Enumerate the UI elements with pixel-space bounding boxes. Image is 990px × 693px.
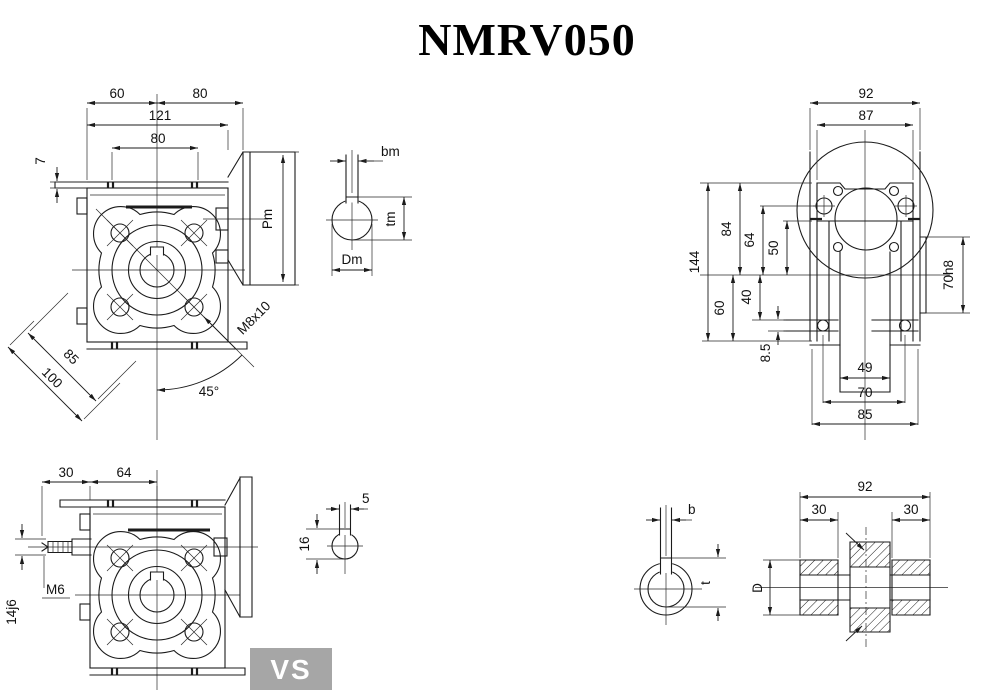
dim-worm-width: 49 — [857, 360, 872, 375]
dim-key-width-5: 5 — [362, 491, 370, 506]
label-key-depth-tm: tm — [383, 212, 398, 227]
label-key-depth-t: t — [698, 581, 713, 585]
label-key-width-b: b — [688, 502, 696, 517]
label-key-width-bm: bm — [381, 144, 400, 159]
dim-angle: 45° — [199, 384, 219, 399]
vs-badge: VS — [250, 648, 332, 690]
label-tapped-hole: M8x10 — [234, 298, 273, 337]
page-title: NMRV050 — [418, 14, 635, 65]
dim-axis-to-bolt: 40 — [739, 289, 754, 304]
dim-width-right: 80 — [192, 86, 207, 101]
hollow-shaft-view: 92 30 30 D — [750, 479, 948, 647]
dim-end-right: 30 — [903, 502, 918, 517]
motor-shaft-section: bm tm Dm — [326, 144, 412, 276]
output-bore-section: b t — [634, 502, 726, 625]
dim-height-overall: 144 — [687, 250, 702, 273]
label-flange-diameter: Pm — [260, 209, 275, 229]
dim-width-total: 121 — [149, 108, 172, 123]
dim-shaft-length: 30 — [58, 465, 73, 480]
dim-plate-thickness: 7 — [33, 157, 48, 165]
dim-bolt-span: 80 — [150, 131, 165, 146]
vs-badge-background — [250, 648, 332, 690]
dim-top-to-axis: 84 — [719, 221, 734, 237]
dim-shaft-to-center: 64 — [116, 465, 132, 480]
dim-corner-diag: 100 — [39, 365, 66, 392]
dim-screws-to-axis: 64 — [742, 232, 757, 248]
dim-axis-to-base: 60 — [712, 300, 727, 315]
vs-badge-label: VS — [270, 654, 311, 685]
dim-width-left: 60 — [109, 86, 124, 101]
dim-shaft-length-92: 92 — [857, 479, 872, 494]
dim-width-overall: 92 — [858, 86, 873, 101]
dim-base-width: 85 — [857, 407, 872, 422]
dim-pad-thickness: 8.5 — [758, 344, 773, 363]
dim-shaft-diameter: 14j6 — [4, 599, 19, 625]
dim-spigot: 70h8 — [941, 260, 956, 290]
label-bore-dm: Dm — [342, 252, 363, 267]
dim-end-left: 30 — [811, 502, 826, 517]
worm-shaft-section: 5 16 — [297, 491, 370, 574]
dim-plate-to-axis: 50 — [766, 240, 781, 255]
dim-bolt-span-rear: 70 — [857, 385, 872, 400]
front-view: 60 80 121 80 7 Pm 45° M8x10 85 100 — [7, 86, 299, 440]
dim-width-face: 87 — [858, 108, 873, 123]
dim-bolt-diag: 85 — [61, 346, 82, 367]
title-block: NMRV050 — [418, 14, 635, 65]
dim-key-depth-16: 16 — [297, 536, 312, 551]
rear-view: 92 87 144 84 64 50 40 60 8.5 70h8 49 70 … — [687, 86, 970, 440]
label-diameter-d: D — [750, 583, 765, 593]
label-tapped-end: M6 — [46, 582, 65, 597]
side-view-vs: 30 64 14j6 M6 — [4, 465, 258, 690]
